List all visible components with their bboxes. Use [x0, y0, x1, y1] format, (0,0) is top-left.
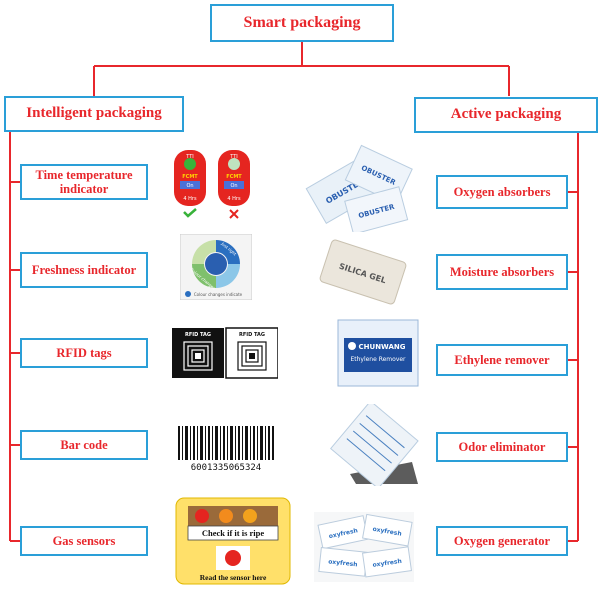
ethylene-remover-box: Ethylene remover — [436, 344, 568, 376]
svg-text:FCMT: FCMT — [226, 174, 242, 180]
ttt-indicator-icon: TTI FCMT On 4 Hrs TTI FCMT On 4 Hrs — [174, 150, 250, 219]
svg-text:FCMT: FCMT — [182, 174, 198, 180]
odor-eliminator-box: Odor eliminator — [436, 432, 568, 462]
intelligent-packaging-box: Intelligent packaging — [4, 96, 184, 132]
svg-text:6001335065324: 6001335065324 — [191, 463, 261, 472]
oxygen-absorber-sachet-icon: OBUSTER OBUSTER OBUSTER — [305, 144, 413, 232]
svg-text:oxyfresh: oxyfresh — [372, 526, 402, 538]
silica-sachet-icon: SILICA GEL — [319, 239, 407, 305]
svg-text:Ethylene Remover: Ethylene Remover — [350, 356, 406, 363]
svg-text:On: On — [230, 183, 237, 189]
odor-eliminator-sachet-icon — [330, 404, 419, 486]
svg-text:Read the sensor here: Read the sensor here — [200, 573, 267, 582]
bar-code-box: Bar code — [20, 430, 148, 460]
svg-text:oxyfresh: oxyfresh — [328, 558, 358, 568]
gas-sensor-icon: Check if it is ripe Read the sensor here — [175, 497, 291, 585]
rfid-tag-icon: RFID TAG RFID TAG — [172, 327, 278, 379]
rfid-tags-box: RFID tags — [20, 338, 148, 368]
moisture-absorbers-box: Moisture absorbers — [436, 254, 568, 290]
svg-text:4 Hrs: 4 Hrs — [227, 196, 241, 202]
oxygen-generator-sachets-icon: oxyfresh oxyfresh oxyfresh oxyfresh — [314, 512, 414, 582]
barcode-icon: 6001335065324 — [178, 426, 274, 472]
svg-text:Check if it is ripe: Check if it is ripe — [202, 528, 265, 538]
ethylene-remover-sachet-icon: CHUNWANG Ethylene Remover — [337, 319, 419, 387]
oxygen-absorbers-box: Oxygen absorbers — [436, 175, 568, 209]
svg-text:4 Hrs: 4 Hrs — [183, 196, 197, 202]
svg-text:TTI: TTI — [185, 154, 194, 160]
svg-text:oxyfresh: oxyfresh — [372, 558, 402, 569]
svg-text:Colour changes indicate: Colour changes indicate — [194, 292, 243, 297]
svg-text:CHUNWANG: CHUNWANG — [359, 343, 406, 351]
freshness-wheel-icon: Just right Colour changes Colour changes… — [180, 234, 252, 300]
svg-text:RFID TAG: RFID TAG — [239, 332, 265, 338]
freshness-indicator-box: Freshness indicator — [20, 252, 148, 288]
svg-text:RFID TAG: RFID TAG — [185, 332, 211, 338]
svg-text:TTI: TTI — [229, 154, 238, 160]
oxygen-generator-box: Oxygen generator — [436, 526, 568, 556]
active-packaging-box: Active packaging — [414, 97, 598, 133]
time-temperature-indicator-box: Time temperature indicator — [20, 164, 148, 200]
svg-text:On: On — [186, 183, 193, 189]
gas-sensors-box: Gas sensors — [20, 526, 148, 556]
diagram-title: Smart packaging — [210, 4, 394, 42]
